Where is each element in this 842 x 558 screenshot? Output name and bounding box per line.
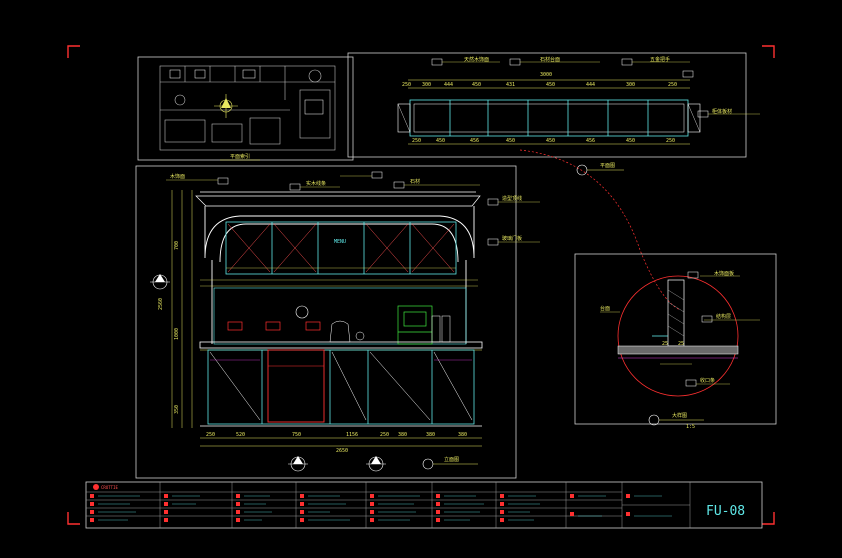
elevation-dim-label: 1000 bbox=[174, 328, 180, 340]
svg-text:石材: 石材 bbox=[410, 178, 420, 185]
main-elevation: 350 1000 700 2560 bbox=[135, 165, 540, 479]
plan-dim-label: 250 bbox=[668, 82, 677, 88]
elevation-dim-label: 750 bbox=[292, 432, 301, 438]
title-block: CROTTIE bbox=[85, 481, 763, 529]
svg-text:MENU: MENU bbox=[334, 239, 346, 245]
svg-text:木饰面: 木饰面 bbox=[170, 173, 185, 180]
sheet-number: FU-08 bbox=[706, 504, 745, 519]
svg-text:大样图: 大样图 bbox=[672, 412, 687, 419]
plan-dim-label: 456 bbox=[586, 138, 595, 144]
elevation-dim-label: 520 bbox=[236, 432, 245, 438]
svg-text:台面: 台面 bbox=[600, 305, 610, 312]
plan-dim-label: 444 bbox=[586, 82, 595, 88]
detail-dim-label: 25 bbox=[662, 341, 668, 347]
svg-text:结构层: 结构层 bbox=[716, 313, 731, 320]
svg-text:实木线条: 实木线条 bbox=[306, 180, 326, 187]
corner-marks bbox=[67, 45, 775, 525]
elevation-dim-label: 250 bbox=[206, 432, 215, 438]
svg-text:天然木饰面: 天然木饰面 bbox=[464, 56, 489, 63]
elev-total-height: 2560 bbox=[158, 298, 164, 310]
detail-scale: 1:5 bbox=[686, 424, 695, 430]
elevation-dim-label: 380 bbox=[426, 432, 435, 438]
elevation-dim-label: 350 bbox=[174, 405, 180, 414]
elevation-dim-label: 700 bbox=[174, 241, 180, 250]
plan-dim-label: 444 bbox=[444, 82, 453, 88]
plan-dim-label: 456 bbox=[470, 138, 479, 144]
svg-text:造型顶线: 造型顶线 bbox=[502, 195, 522, 202]
plan-dim-label: 300 bbox=[422, 82, 431, 88]
plan-dim-label: 450 bbox=[436, 138, 445, 144]
plan-dim-label: 250 bbox=[412, 138, 421, 144]
plan-dim-label: 450 bbox=[546, 138, 555, 144]
plan-dim-label: 450 bbox=[506, 138, 515, 144]
svg-text:立面图: 立面图 bbox=[444, 456, 459, 463]
plan-strip: 250 300 444 450 431 450 444 300 250 250 450 456 450… bbox=[347, 52, 760, 176]
plan-dim-label: 250 bbox=[666, 138, 675, 144]
company-name: CROTTIE bbox=[101, 485, 118, 490]
elev-total-width: 2650 bbox=[336, 448, 348, 454]
svg-text:五金把手: 五金把手 bbox=[650, 56, 670, 63]
plan-dim-label: 450 bbox=[472, 82, 481, 88]
svg-text:收口条: 收口条 bbox=[700, 377, 715, 384]
svg-text:柜体板材: 柜体板材 bbox=[712, 108, 732, 115]
elevation-dim-label: 380 bbox=[398, 432, 407, 438]
svg-text:玻璃门板: 玻璃门板 bbox=[502, 235, 522, 242]
svg-text:平面索引: 平面索引 bbox=[230, 153, 250, 160]
plan-dim-label: 300 bbox=[626, 82, 635, 88]
svg-text:木饰面板: 木饰面板 bbox=[714, 270, 734, 277]
svg-text:平面图: 平面图 bbox=[600, 163, 615, 169]
elevation-dim-label: 1156 bbox=[346, 432, 358, 438]
plan-dim-label: 250 bbox=[402, 82, 411, 88]
detail-dim-label: 25 bbox=[678, 341, 684, 347]
plan-total-dim: 3000 bbox=[540, 72, 552, 78]
detail-callout: 25 25 木饰面板 结构层 台面 收口条 大样图 1:5 bbox=[574, 253, 777, 430]
plan-dim-label: 450 bbox=[546, 82, 555, 88]
elevation-dim-label: 250 bbox=[380, 432, 389, 438]
plan-dim-label: 431 bbox=[506, 82, 515, 88]
svg-text:石材台面: 石材台面 bbox=[540, 56, 560, 63]
key-plan: 平面索引 bbox=[137, 56, 354, 161]
plan-dim-label: 450 bbox=[626, 138, 635, 144]
elevation-dim-label: 380 bbox=[458, 432, 467, 438]
